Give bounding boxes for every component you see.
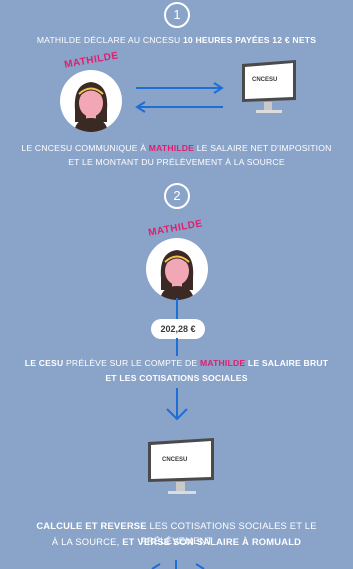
flow-line-top xyxy=(176,298,178,320)
final-line-1-bold: CALCULE ET REVERSE xyxy=(36,520,147,531)
monitor-2-label: CNCESU xyxy=(162,457,188,463)
down-arrow-icon xyxy=(166,388,188,421)
final-line-2: À LA SOURCE, ET VERSE SON SALAIRE À ROMU… xyxy=(0,534,353,549)
flow-line-mid xyxy=(176,338,178,356)
amount-badge: 202,28 € xyxy=(151,319,205,339)
step-2-debit-name: MATHILDE xyxy=(199,358,246,368)
step-1-communication-line-2: ET LE MONTANT DU PRÉLÈVEMENT À LA SOURCE xyxy=(68,157,285,167)
step-1-comm-suffix: LE SALAIRE NET D'IMPOSITION xyxy=(194,143,332,153)
step-2-debit-line-2: ET LES COTISATIONS SOCIALES xyxy=(105,373,248,383)
final-line-2-rest: À LA SOURCE, xyxy=(51,536,123,547)
step-2-number: 2 xyxy=(164,183,190,209)
avatar-1 xyxy=(60,70,122,132)
exchange-arrows-icon xyxy=(135,82,224,113)
avatar-1-face-icon xyxy=(74,82,108,132)
avatar-2 xyxy=(146,238,208,300)
step-2-debit-suffix: LE SALAIRE BRUT xyxy=(245,358,329,368)
monitor-1-label: CNCESU xyxy=(252,77,278,83)
avatar-1-name-label: MATHILDE xyxy=(63,50,120,71)
final-line-1-rest: LES COTISATIONS SOCIALES ET LE PRÉLÈVEME… xyxy=(140,520,317,546)
step-1-declaration-bold: 10 HEURES PAYÉES 12 € NETS xyxy=(182,35,317,45)
step-1-declaration-prefix: MATHILDE DÉCLARE AU CNCESU xyxy=(36,35,183,45)
monitor-2: CNCESU xyxy=(146,436,216,498)
monitor-2-icon xyxy=(148,438,214,494)
step-1-declaration-text: MATHILDE DÉCLARE AU CNCESU 10 HEURES PAY… xyxy=(0,34,353,47)
step-1-number: 1 xyxy=(164,2,190,28)
bottom-arrows-icon xyxy=(151,560,205,569)
step-2-debit-line-1: LE CESU PRÉLÈVE SUR LE COMPTE DE MATHILD… xyxy=(0,357,353,370)
step-2-debit-prefix: LE CESU xyxy=(24,358,64,368)
final-line-2-bold: ET VERSE SON SALAIRE À ROMUALD xyxy=(122,536,302,547)
step-1-comm-prefix: LE CNCESU COMMUNIQUE À xyxy=(21,143,149,153)
avatar-2-name-label: MATHILDE xyxy=(147,218,204,239)
avatar-2-face-icon xyxy=(160,250,194,300)
step-2-debit-mid: PRÉLÈVE SUR LE COMPTE DE xyxy=(63,358,200,368)
monitor-1: CNCESU xyxy=(236,60,300,116)
step-1-comm-name: MATHILDE xyxy=(148,143,195,153)
monitor-1-icon xyxy=(242,60,296,113)
step-1-communication-line-1: LE CNCESU COMMUNIQUE À MATHILDE LE SALAI… xyxy=(0,142,353,155)
final-line-1: CALCULE ET REVERSE LES COTISATIONS SOCIA… xyxy=(0,518,353,548)
